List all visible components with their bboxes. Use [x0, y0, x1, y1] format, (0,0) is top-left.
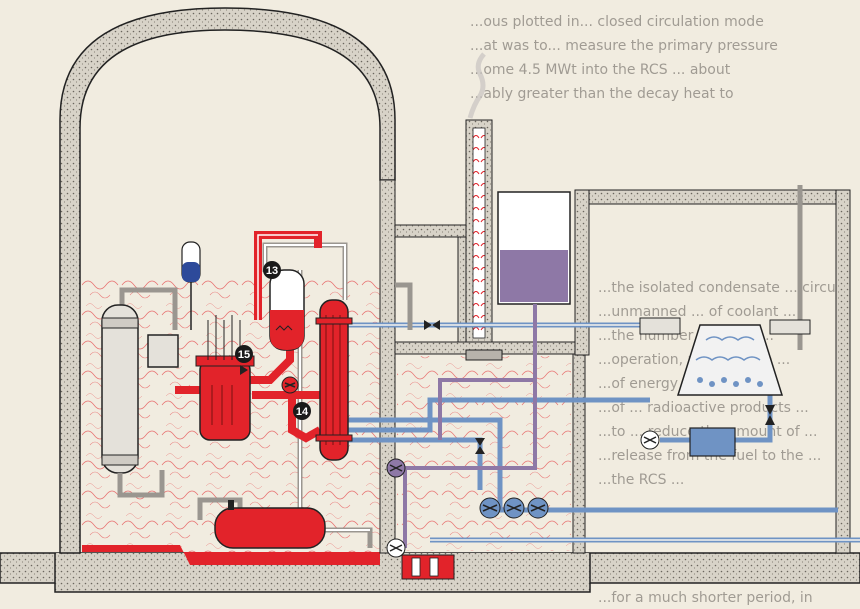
background-text-line: ...of ... radioactive products ... — [598, 400, 809, 416]
background-text-line: ...ous plotted in... closed circulation … — [470, 14, 764, 30]
background-text-line: ...for a much shorter period, in — [598, 590, 813, 606]
background-text-line: ...ome 4.5 MWt into the RCS ... about — [470, 62, 731, 78]
callout-13: 13 — [263, 261, 281, 279]
steam-generator-icon — [315, 299, 353, 461]
background-text-line: ...the RCS ... — [598, 472, 685, 488]
tank-piping — [403, 304, 537, 548]
svg-text:14: 14 — [296, 406, 309, 418]
svg-text:15: 15 — [238, 349, 250, 361]
gas-bottle-icon — [181, 241, 201, 330]
reactor-vessel-icon — [195, 315, 255, 441]
sump-pit — [401, 554, 455, 580]
background-text-line: ...the isolated condensate ... circuit — [598, 280, 846, 296]
secondary-tank-icon — [689, 427, 736, 457]
pump-icon — [281, 376, 660, 558]
background-text-line: ...at was to... measure the primary pres… — [470, 38, 778, 54]
background-text-line: ...unmanned ... of coolant ... — [598, 304, 797, 320]
pressurizer-icon — [269, 269, 305, 351]
cooling-tower-icon — [639, 317, 811, 396]
heat-exchanger-icon — [101, 304, 179, 498]
background-text-line: ...ably greater than the decay heat to — [470, 86, 734, 102]
auxiliary-building — [379, 179, 851, 554]
valve-icon — [240, 320, 775, 454]
storage-tank-icon — [497, 191, 571, 305]
callout-14: 14 — [293, 402, 311, 420]
callout-15: 15 — [235, 345, 253, 363]
svg-text:13: 13 — [266, 265, 278, 277]
stack-icon — [465, 52, 503, 361]
drain-tank-icon — [214, 500, 326, 549]
